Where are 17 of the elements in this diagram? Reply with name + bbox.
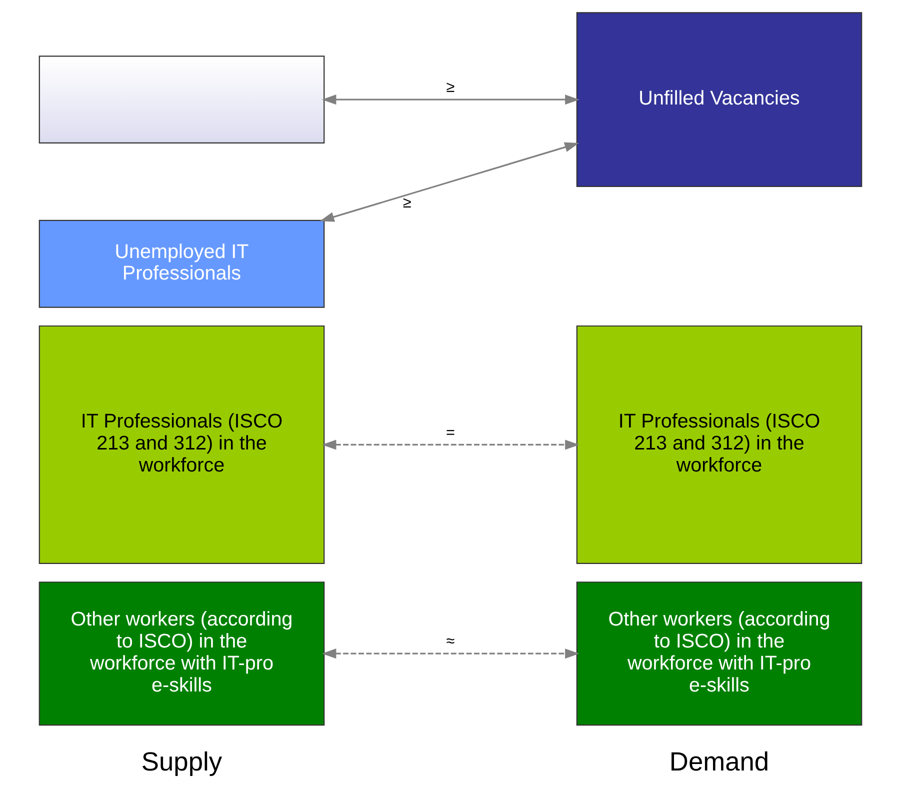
node-box: Unemployed IT Professionals xyxy=(38,220,325,308)
arrow xyxy=(320,142,580,222)
node-box: Unfilled Vacancies xyxy=(576,12,862,187)
edge-label: ≈ xyxy=(446,633,455,650)
node-box xyxy=(38,56,325,144)
arrow xyxy=(322,648,580,659)
arrow xyxy=(322,440,580,450)
edge-label: ≥ xyxy=(402,194,412,212)
node-box: Other workers (according to ISCO) in the workforce with IT-pro e-skills xyxy=(38,582,325,726)
arrow xyxy=(322,94,580,105)
label: Supply xyxy=(141,746,222,776)
node-box: Other workers (according to ISCO) in the workforce with IT-pro e-skills xyxy=(576,582,862,726)
node-box: IT Professionals (ISCO 213 and 312) in the workforce xyxy=(38,325,325,564)
edge-label: ≥ xyxy=(446,79,455,96)
node-box: IT Professionals (ISCO 213 and 312) in the workforce xyxy=(576,325,862,564)
edge-label: = xyxy=(446,424,455,442)
label: Demand xyxy=(669,746,770,776)
